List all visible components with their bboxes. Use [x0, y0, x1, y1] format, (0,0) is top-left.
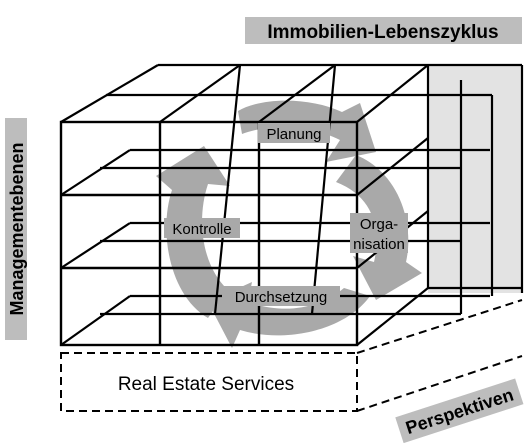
management-levels-tag-label: Managementebenen [7, 142, 27, 315]
lifecycle-tag-box [245, 17, 522, 44]
cycle-label-control: Kontrolle [172, 221, 231, 238]
cycle-labels: Planung Kontrolle Orga- nisation Durchse… [164, 123, 408, 306]
lifecycle-tag-label: Immobilien-Lebenszyklus [267, 22, 498, 43]
services-base [60, 299, 523, 412]
cycle-arrow-planning [238, 100, 376, 162]
cycle-label-implementation: Durchsetzung [235, 289, 328, 306]
cycle-label-organisation-2: nisation [353, 236, 405, 253]
services-base-front [60, 352, 358, 412]
perspectives-tag-box [395, 378, 524, 443]
services-label: Real Estate Services [118, 374, 294, 395]
cycle-label-organisation-1: Orga- [360, 216, 398, 233]
management-levels-tag-box [5, 118, 27, 340]
perspectives-tag: Perspektiven [395, 378, 524, 443]
lifecycle-tag: Immobilien-Lebenszyklus [245, 17, 522, 44]
management-levels-tag: Managementebenen [5, 118, 27, 340]
cycle-label-planning: Planung [266, 126, 321, 143]
cube-side-face [428, 65, 522, 293]
